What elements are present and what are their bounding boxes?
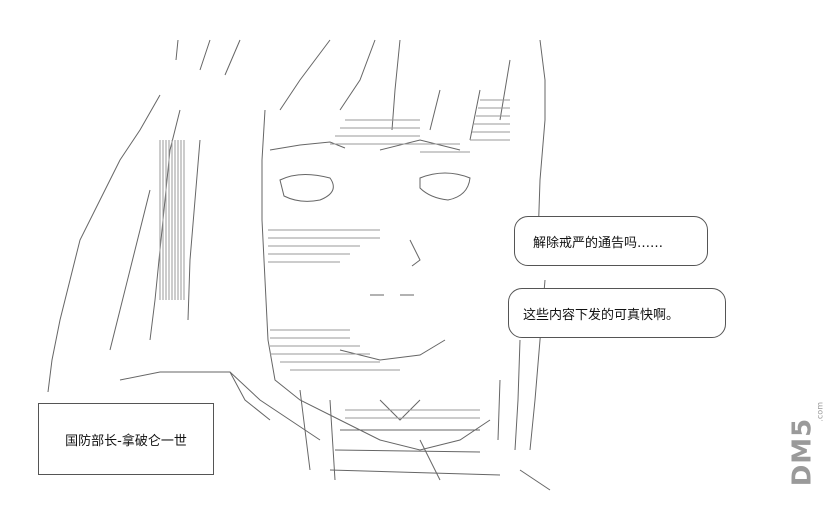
hair-strand — [175, 39, 241, 76]
watermark-domain: .com — [816, 402, 825, 422]
collar — [229, 371, 271, 421]
hatching — [270, 329, 400, 371]
speech-bubble-1: 解除戒严的通告吗…… — [514, 216, 708, 266]
hair-strand — [279, 39, 331, 111]
hair-strand — [47, 94, 161, 393]
hair-strand — [391, 39, 511, 141]
hair-strand — [187, 139, 201, 321]
nose — [409, 239, 421, 267]
speech-bubble-1-text: 解除戒严的通告吗…… — [533, 235, 664, 251]
bottom-stroke — [519, 469, 551, 491]
speech-bubble-2: 这些内容下发的可真快啊。 — [508, 288, 726, 338]
site-watermark: DM5 .com — [784, 400, 825, 504]
character-caption-box: 国防部长-拿破仑一世 — [38, 403, 214, 475]
chin — [339, 339, 446, 361]
chest-line — [329, 429, 501, 476]
right-eye — [419, 172, 471, 201]
watermark-brand: DM5 — [787, 417, 818, 487]
hatching — [268, 229, 380, 263]
collar — [119, 371, 321, 441]
character-caption-text: 国防部长-拿破仑一世 — [65, 433, 187, 449]
right-eyebrow — [379, 139, 461, 151]
left-eyebrow — [269, 141, 346, 151]
hatching — [470, 99, 510, 141]
hatching — [330, 119, 470, 153]
hatching — [345, 409, 480, 419]
hair-strand — [339, 39, 376, 111]
hair-strand — [497, 339, 521, 451]
speech-bubble-2-text: 这些内容下发的可真快啊。 — [523, 307, 680, 323]
hatching — [159, 140, 185, 300]
left-eye — [279, 174, 334, 202]
hair-strand — [109, 189, 151, 351]
face-outline — [261, 109, 491, 451]
chest-line — [379, 399, 421, 421]
